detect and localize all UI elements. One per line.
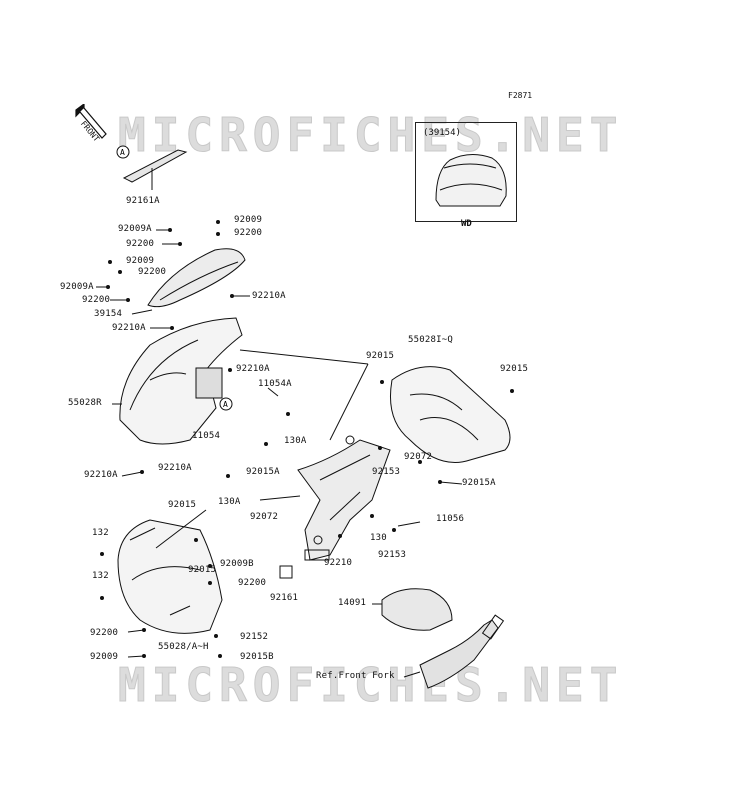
part-label: 92200 xyxy=(238,578,267,588)
part-label: 92015 xyxy=(188,565,217,575)
windshield-inset-box xyxy=(415,122,517,222)
part-label: 92009 xyxy=(90,652,119,662)
part-label: 92210A xyxy=(236,364,270,374)
part-label: 14091 xyxy=(338,598,367,608)
part-label: 92210A xyxy=(158,463,192,473)
inset-variant-label: WD xyxy=(461,219,472,229)
part-label: 11054A xyxy=(258,379,292,389)
part-label: 11056 xyxy=(436,514,465,524)
part-label: 92009 xyxy=(234,215,263,225)
part-label: 92015A xyxy=(246,467,280,477)
part-label: 92009A xyxy=(118,224,152,234)
part-label: 92210A xyxy=(84,470,118,480)
part-label: 92015A xyxy=(462,478,496,488)
part-label: 55028R xyxy=(68,398,102,408)
part-label: 92072 xyxy=(404,452,433,462)
part-label: 92200 xyxy=(234,228,263,238)
part-label: 92161 xyxy=(270,593,299,603)
inset-ref-label: (39154) xyxy=(423,128,461,138)
part-label: 130A xyxy=(284,436,307,446)
watermark-top: MICROFICHES.NET xyxy=(117,108,624,163)
part-label: 92161A xyxy=(126,196,160,206)
part-label: 92153 xyxy=(378,550,407,560)
part-label: 92015 xyxy=(168,500,197,510)
part-label: 92015 xyxy=(500,364,529,374)
part-label: 92200 xyxy=(138,267,167,277)
watermark-bottom: MICROFICHES.NET xyxy=(117,658,624,713)
part-label: 55028I~Q xyxy=(408,335,453,345)
callout-a-top: A xyxy=(120,148,125,157)
part-label: 92210A xyxy=(252,291,286,301)
part-label: 92009B xyxy=(220,559,254,569)
part-label: 92200 xyxy=(90,628,119,638)
part-label: 92009 xyxy=(126,256,155,266)
callout-a-mid: A xyxy=(223,400,228,409)
part-label: 92153 xyxy=(372,467,401,477)
part-label: 92210 xyxy=(324,558,353,568)
part-label: 92072 xyxy=(250,512,279,522)
part-label: 92009A xyxy=(60,282,94,292)
figure-code: F2871 xyxy=(508,91,533,100)
part-label: 130A xyxy=(218,497,241,507)
part-label: 132 xyxy=(92,571,109,581)
part-label: 92015B xyxy=(240,652,274,662)
part-label: Ref.Front Fork xyxy=(316,671,395,681)
front-arrow-icon: FRONT xyxy=(72,102,112,152)
part-label: 11054 xyxy=(192,431,221,441)
part-label: 132 xyxy=(92,528,109,538)
part-label: 92200 xyxy=(126,239,155,249)
part-label: 92015 xyxy=(366,351,395,361)
part-label: 92210A xyxy=(112,323,146,333)
part-label: 130 xyxy=(370,533,387,543)
part-label: 92200 xyxy=(82,295,111,305)
part-label: 55028/A~H xyxy=(158,642,209,652)
part-label: 92152 xyxy=(240,632,269,642)
part-label: 39154 xyxy=(94,309,123,319)
